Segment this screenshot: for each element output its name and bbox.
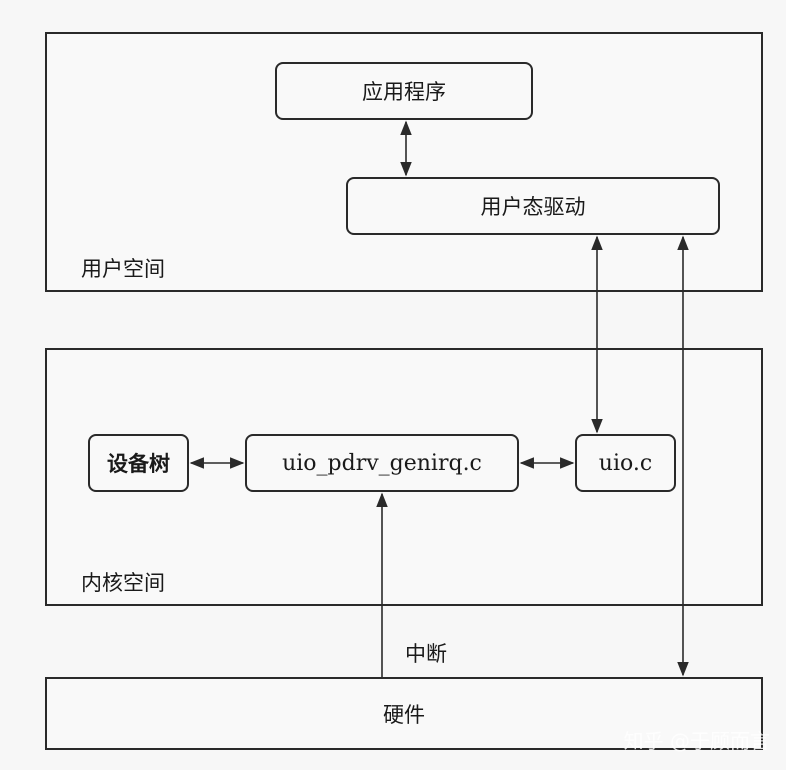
watermark: 知乎 @于顾而言 [623,729,770,753]
interrupt-label: 中断 [405,642,447,666]
user-driver-box: 用户态驱动 [346,177,720,235]
user-space-label: 用户空间 [81,257,165,281]
app-box: 应用程序 [275,62,533,120]
uio-box: uio.c [575,434,676,492]
kernel-space-label: 内核空间 [81,571,165,595]
hardware-label: 硬件 [383,702,425,727]
hardware-box: 硬件 [45,677,763,750]
device-tree-box: 设备树 [88,434,189,492]
genirq-box: uio_pdrv_genirq.c [245,434,519,492]
